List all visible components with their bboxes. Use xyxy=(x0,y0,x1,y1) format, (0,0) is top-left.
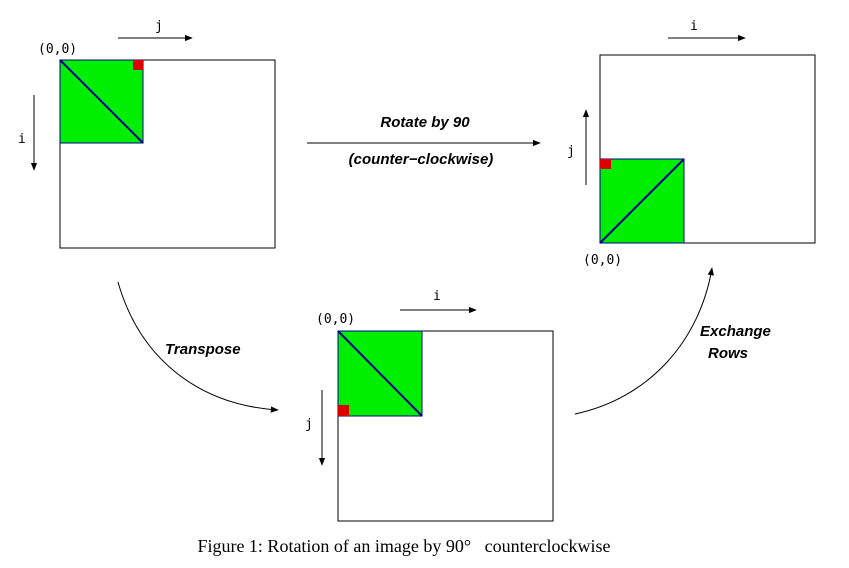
red-marker xyxy=(338,405,349,416)
square-diagonal xyxy=(59,59,144,144)
j-axis-label: j xyxy=(155,19,163,34)
transpose-label: Transpose xyxy=(165,341,241,358)
i-axis-label: i xyxy=(690,19,698,34)
transpose-arrow: Transpose xyxy=(117,281,279,413)
red-marker xyxy=(600,159,611,169)
origin-label: (0,0) xyxy=(583,253,622,268)
origin-label: (0,0) xyxy=(316,312,355,327)
figure-caption: Figure 1: Rotation of an image by 90° co… xyxy=(197,536,610,556)
i-axis-label: i xyxy=(433,289,441,304)
exchange-label: Exchange xyxy=(700,323,771,340)
square-diagonal xyxy=(337,330,423,417)
rotate-arrow: Rotate by 90 (counter−clockwise) xyxy=(307,114,541,168)
j-axis-label: j xyxy=(567,144,575,159)
i-axis-label: i xyxy=(18,132,26,147)
rotate-label: Rotate by 90 xyxy=(380,114,470,131)
red-marker xyxy=(133,60,143,70)
panel-original: (0,0) j i xyxy=(18,19,276,249)
square-diagonal xyxy=(599,158,685,244)
panel-rotated: (0,0) i j xyxy=(567,19,816,268)
exchange-arrow-curve xyxy=(574,267,714,415)
exchange-rows-arrow: Exchange Rows xyxy=(574,267,771,415)
exchange-sublabel: Rows xyxy=(708,345,748,362)
transpose-arrow-curve xyxy=(117,281,279,413)
origin-label: (0,0) xyxy=(38,42,77,57)
panel-transposed: (0,0) i j xyxy=(305,289,554,522)
rotate-sublabel: (counter−clockwise) xyxy=(349,151,494,168)
j-axis-label: j xyxy=(305,417,313,432)
